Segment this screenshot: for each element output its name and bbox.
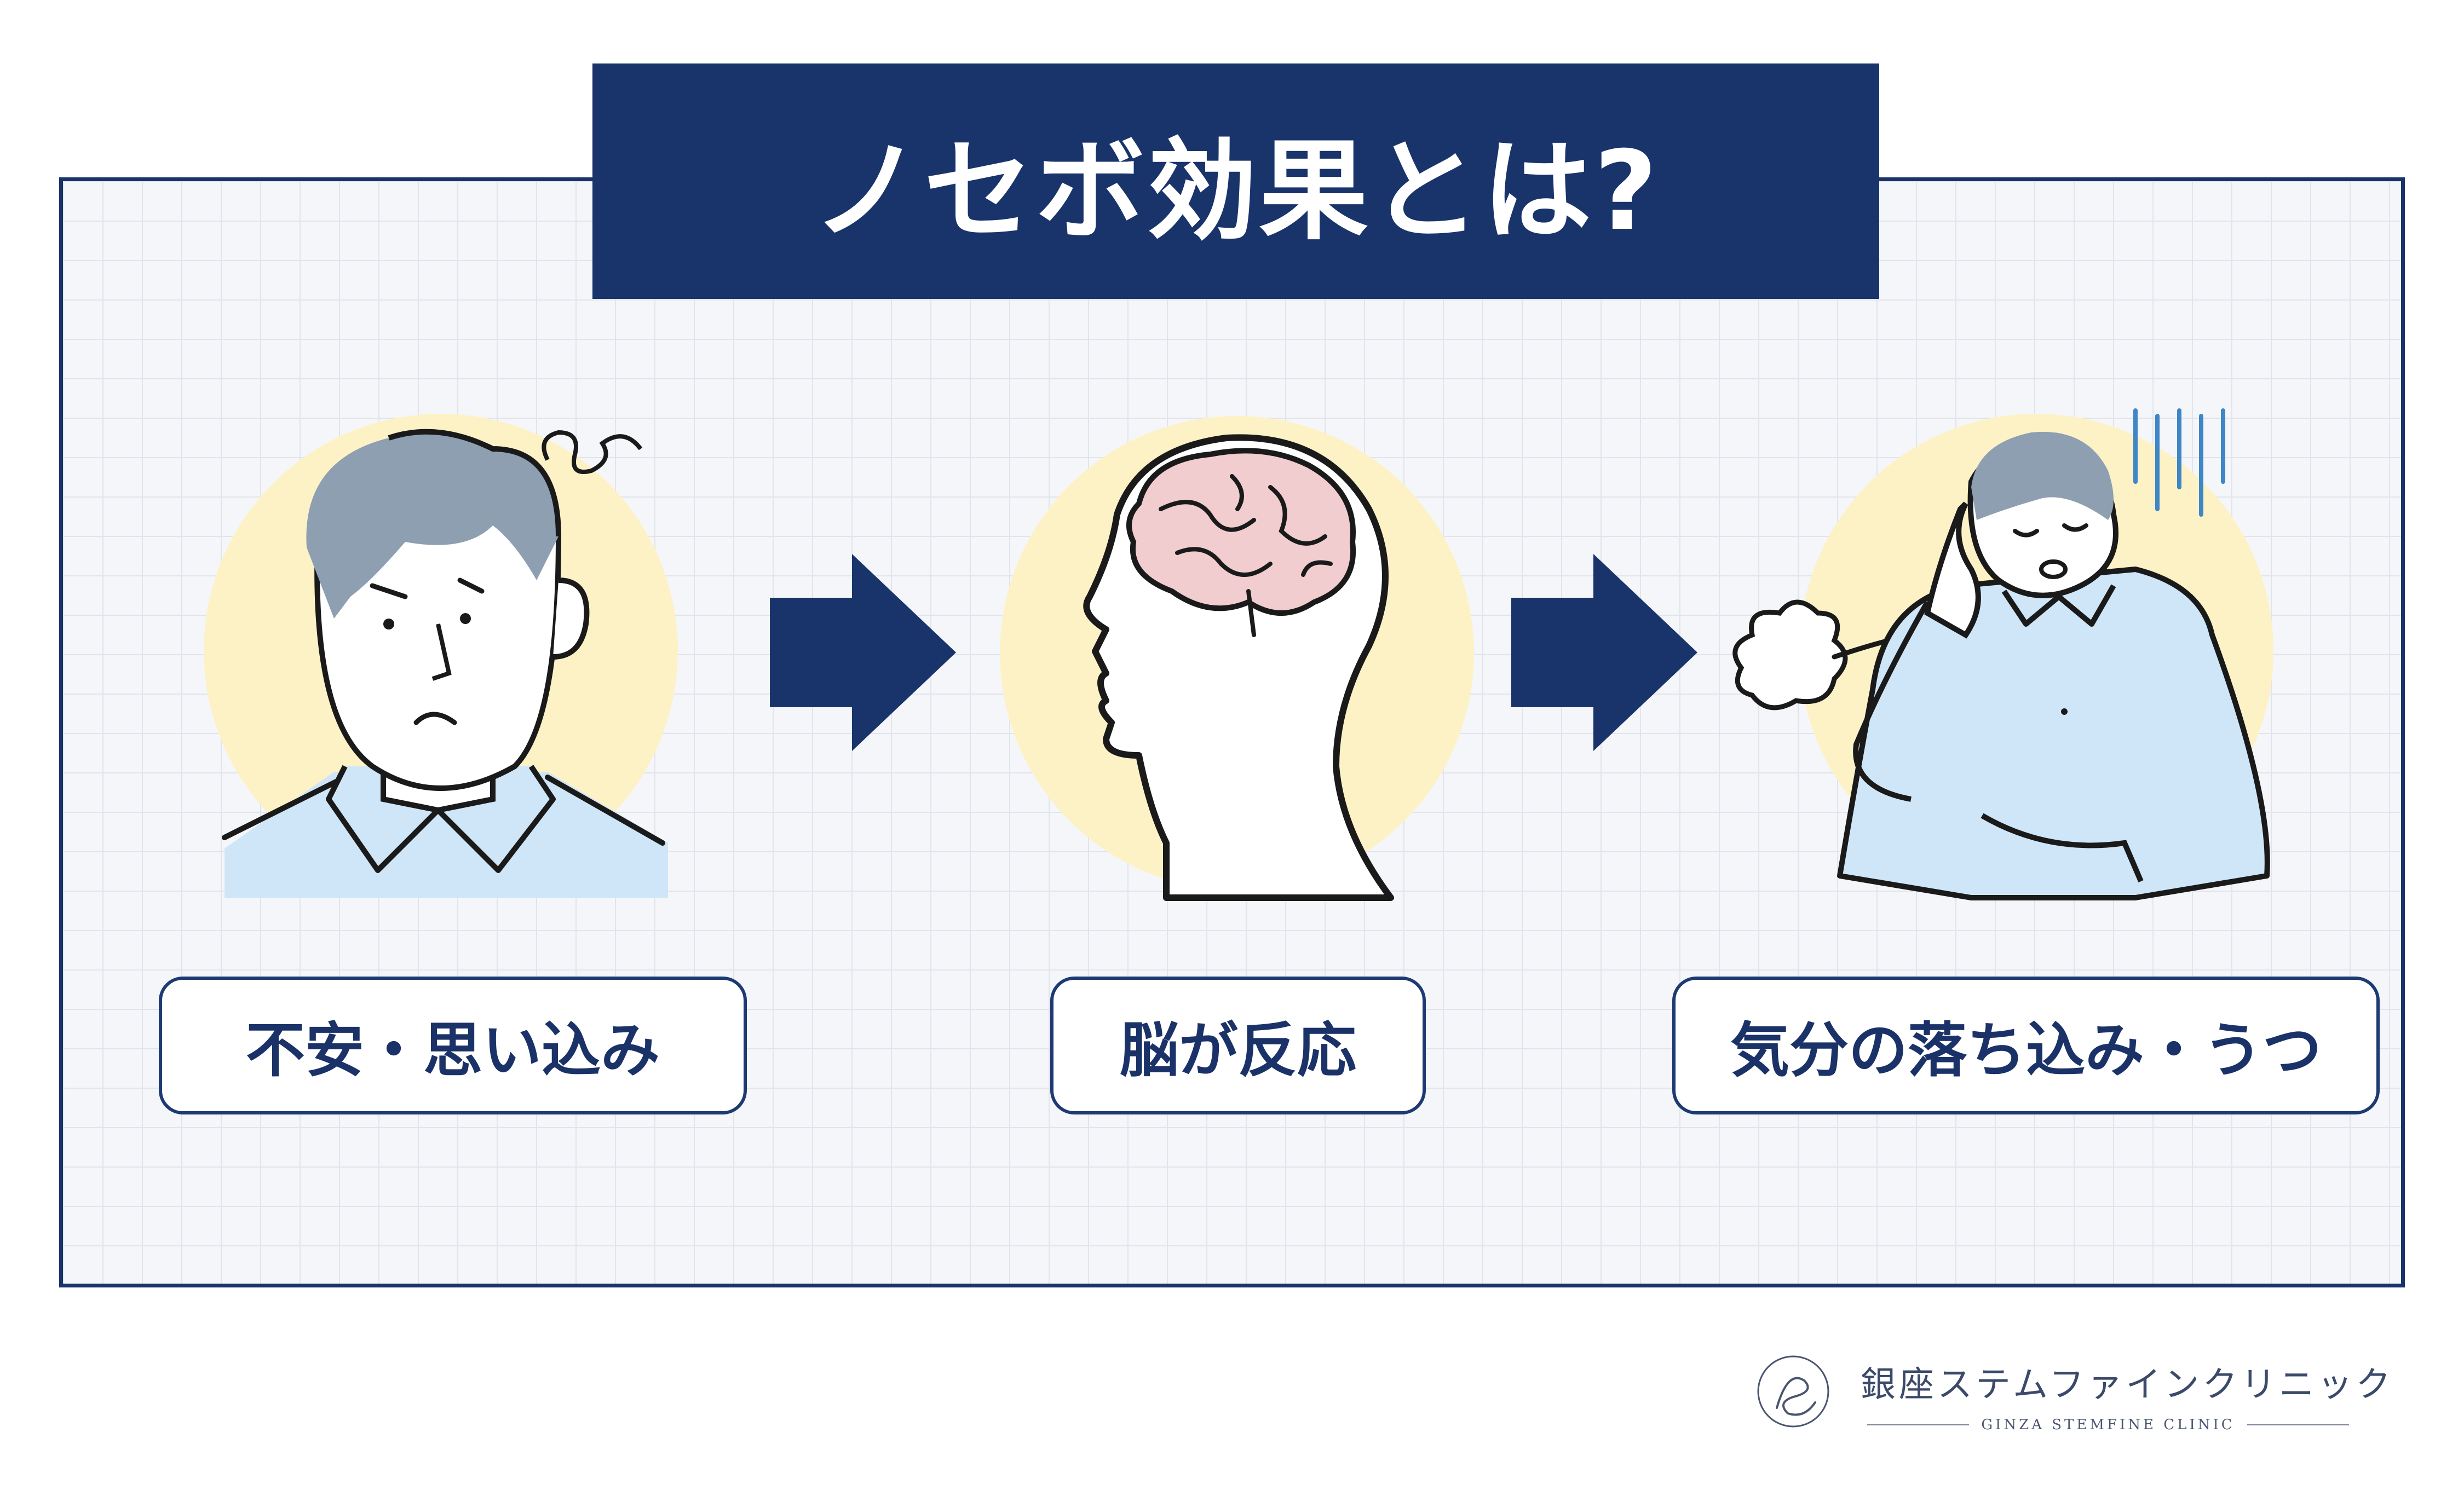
page-title: ノセボ効果とは? (592, 63, 1879, 299)
depressed-man-icon (1732, 408, 2270, 900)
clinic-sub-text: GINZA STEMFINE CLINIC (1981, 1417, 2235, 1433)
brain-head-icon (1083, 434, 1394, 901)
clinic-logo-icon (1757, 1355, 1829, 1428)
clinic-sub: GINZA STEMFINE CLINIC (1867, 1417, 2349, 1433)
footer-rule-right (2247, 1424, 2349, 1425)
worried-man-icon (222, 429, 668, 898)
step-2-label: 脳が反応 (1050, 977, 1426, 1114)
footer-rule-left (1867, 1424, 1970, 1425)
arrow-1-icon (770, 554, 956, 751)
arrow-2-icon (1511, 554, 1697, 751)
clinic-name: 銀座ステムファインクリニック (1861, 1365, 2394, 1405)
step-1-label: 不安・思い込み (159, 977, 747, 1114)
step-3-label: 気分の落ち込み・うつ (1672, 977, 2380, 1114)
